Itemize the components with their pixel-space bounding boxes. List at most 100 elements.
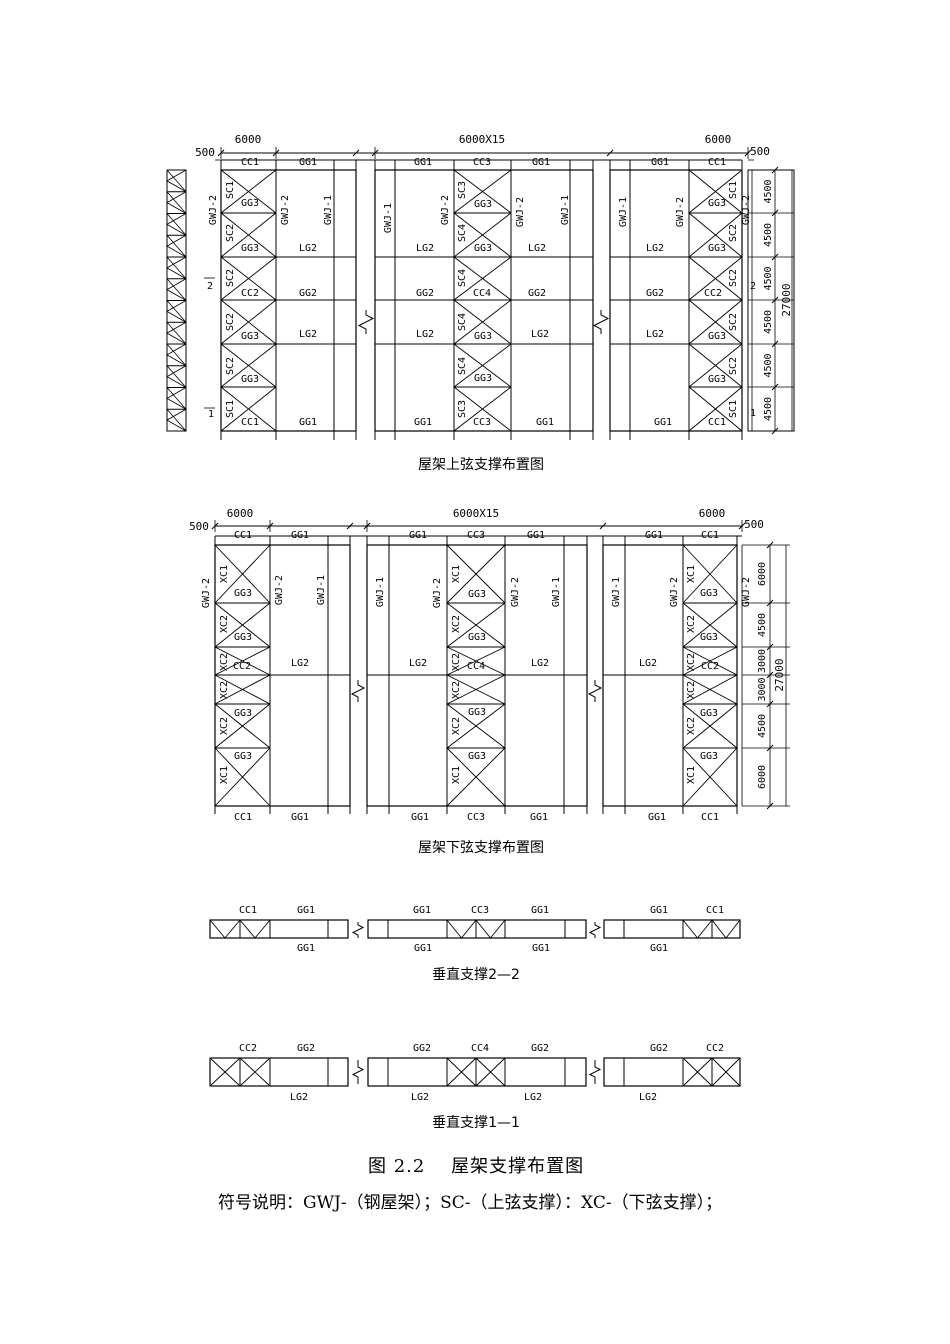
drawing-label: CC1 xyxy=(706,905,724,916)
line xyxy=(166,169,187,182)
line xyxy=(166,256,187,269)
line xyxy=(239,919,256,939)
elevation-frame xyxy=(367,919,587,939)
drawing-label: GWJ-1 xyxy=(551,577,562,607)
dim-edge-left: 500 xyxy=(189,520,209,533)
drawing-label: GG1 xyxy=(297,905,315,916)
drawing-label: LG2 xyxy=(646,243,664,254)
line xyxy=(166,398,187,410)
drawing-label: GG1 xyxy=(291,530,309,541)
line xyxy=(272,149,280,157)
line xyxy=(475,1057,506,1087)
drawing-label: XC2 xyxy=(451,681,462,699)
line xyxy=(475,919,491,939)
drawing-label: GG3 xyxy=(708,198,726,209)
line xyxy=(682,1057,713,1087)
line xyxy=(688,343,743,388)
drawing-label: GG3 xyxy=(468,751,486,762)
drawing-label: GWJ-2 xyxy=(432,578,443,608)
drawing-label: XC2 xyxy=(686,653,697,671)
drawing-label: GG3 xyxy=(241,198,259,209)
drawing-label: GG1 xyxy=(414,417,432,428)
drawing-label: CC1 xyxy=(241,157,259,168)
drawing-label: GG3 xyxy=(234,588,252,599)
drawing-label: CC2 xyxy=(701,661,719,672)
line xyxy=(166,300,187,323)
drawing-label: LG2 xyxy=(639,658,657,669)
line xyxy=(166,213,187,236)
drawing-label: CC3 xyxy=(473,157,491,168)
drawing-label: GWJ-2 xyxy=(208,195,219,225)
drawing-label: LG2 xyxy=(416,329,434,340)
line xyxy=(166,213,187,225)
drawing-label: CC1 xyxy=(708,417,726,428)
axis-2-left: 2 xyxy=(207,281,213,292)
drawing-label: CC2 xyxy=(241,288,259,299)
line xyxy=(214,674,271,705)
drawing-label: SC2 xyxy=(728,357,739,375)
line xyxy=(166,256,187,280)
line xyxy=(688,256,743,301)
drawing-label: CC2 xyxy=(233,661,251,672)
line xyxy=(453,169,512,214)
bay-dim-5: 6000 xyxy=(757,765,768,789)
drawing-label: XC2 xyxy=(219,653,230,671)
line xyxy=(688,169,743,214)
drawing-label: CC4 xyxy=(471,1043,489,1054)
bay-dim-1: 4500 xyxy=(763,223,774,247)
line xyxy=(239,1057,271,1087)
line xyxy=(682,602,738,648)
line xyxy=(766,541,774,549)
drawing-label: SC1 xyxy=(728,400,739,418)
drawing-label: GG3 xyxy=(468,632,486,643)
symbol-legend: 符号说明：GWJ-（钢屋架）；SC-（上弦支撑）：XC-（下弦支撑）； xyxy=(218,1193,723,1213)
line xyxy=(214,544,271,604)
line xyxy=(682,919,698,939)
drawing-label: SC2 xyxy=(225,313,236,331)
drawing-label: GWJ-1 xyxy=(560,195,571,225)
line xyxy=(682,674,738,705)
drawing-label: LG2 xyxy=(531,329,549,340)
drawing-label: GG2 xyxy=(531,1043,549,1054)
drawing-label: LG2 xyxy=(411,1092,429,1103)
drawing-label: GG1 xyxy=(414,157,432,168)
line xyxy=(214,646,271,676)
line xyxy=(682,703,738,749)
elevation-frame xyxy=(209,1057,349,1087)
drawing-label: LG2 xyxy=(290,1092,308,1103)
line xyxy=(766,643,774,651)
drawing-label: CC2 xyxy=(706,1043,724,1054)
line xyxy=(266,522,274,530)
drawing-label: GG3 xyxy=(700,632,718,643)
line xyxy=(166,169,187,193)
line xyxy=(453,343,512,388)
drawing-label: XC2 xyxy=(451,653,462,671)
bay-dim-4: 4500 xyxy=(757,714,768,738)
line xyxy=(220,386,277,432)
line xyxy=(166,387,187,410)
axis-2-right: 2 xyxy=(750,281,756,292)
drawing-label: GG3 xyxy=(234,632,252,643)
elevation-frame xyxy=(603,1057,741,1087)
line xyxy=(738,522,746,530)
line xyxy=(166,202,187,214)
line xyxy=(166,408,187,421)
line xyxy=(166,321,187,345)
drawing-label: GG3 xyxy=(234,708,252,719)
line xyxy=(453,256,512,301)
drawing-label: CC4 xyxy=(467,661,485,672)
line xyxy=(166,419,187,432)
line xyxy=(606,149,614,157)
drawing-label: GG1 xyxy=(299,157,317,168)
break-symbol xyxy=(351,922,365,938)
drawing-label: CC3 xyxy=(467,812,485,823)
line xyxy=(599,522,607,530)
dim-edge-right: 500 xyxy=(744,518,764,531)
drawing-label: GWJ-1 xyxy=(375,577,386,607)
drawing-label: LG2 xyxy=(646,329,664,340)
drawing-label: GWJ-2 xyxy=(440,195,451,225)
axis-1-left: 1 xyxy=(208,409,214,420)
top-plan-title: 屋架上弦支撑布置图 xyxy=(418,457,544,473)
